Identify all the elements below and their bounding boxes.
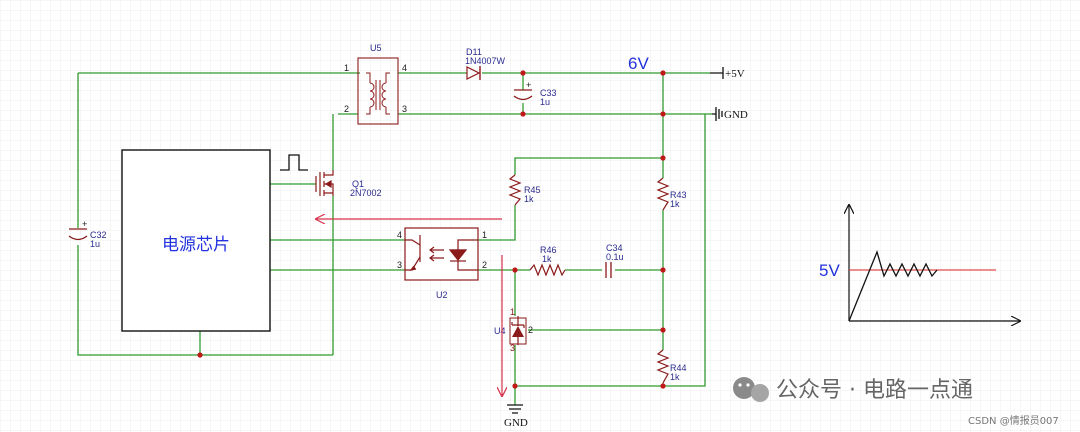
waveform-5v-label: 5V <box>819 261 840 280</box>
c34-ref: C34 <box>606 243 623 253</box>
u5-pin1: 1 <box>344 63 349 73</box>
resistor-r46: R46 1k <box>529 245 566 277</box>
u4-pin1: 1 <box>510 307 515 317</box>
u5-pin2: 2 <box>344 104 349 114</box>
signal-flow-arrows <box>316 219 502 396</box>
r45-value: 1k <box>524 194 534 204</box>
u4-ref: U4 <box>494 326 506 336</box>
r43-ref: R43 <box>670 190 687 200</box>
u2-pin4: 4 <box>397 230 402 240</box>
d11-ref: D11 <box>466 47 482 57</box>
plus5v-label: +5V <box>725 68 745 80</box>
svg-text:+: + <box>82 219 87 229</box>
resistor-r43: R43 1k <box>656 177 687 211</box>
c32-value: 1u <box>90 239 100 249</box>
r45-ref: R45 <box>524 185 541 195</box>
u5-ref: U5 <box>370 43 382 53</box>
c32-ref: C32 <box>90 230 107 240</box>
resistor-r44: R44 1k <box>656 349 687 384</box>
r44-ref: R44 <box>670 363 687 373</box>
u5-pin4: 4 <box>402 63 407 73</box>
csdn-text: CSDN @情报员007 <box>968 414 1059 427</box>
c33-plus: + <box>526 80 531 90</box>
r43-value: 1k <box>670 199 680 209</box>
q1-value: 2N7002 <box>350 188 382 198</box>
c33-ref: C33 <box>540 88 557 98</box>
r44-value: 1k <box>670 372 680 382</box>
u2-pin1: 1 <box>482 230 487 240</box>
transformer-u5: U5 1 2 3 4 <box>344 43 407 125</box>
d11-value: 1N4007W <box>465 56 506 66</box>
q1-ref: Q1 <box>352 179 364 189</box>
u2-ref: U2 <box>436 290 448 300</box>
capacitor-c32: + C32 1u <box>68 219 107 249</box>
gnd-bottom-label: GND <box>504 417 528 429</box>
wires <box>77 72 712 405</box>
c33-value: 1u <box>540 97 550 107</box>
u2-pin3: 3 <box>397 260 402 270</box>
watermark: 公众号 · 电路一点通 CSDN @情报员007 <box>733 377 1059 427</box>
pulse-waveform <box>280 154 308 171</box>
r46-ref: R46 <box>540 245 557 255</box>
chip-label: 电源芯片 <box>162 235 230 255</box>
net-6v-label: 6V <box>628 54 649 73</box>
junction-dots <box>197 70 666 389</box>
regulator-u4: U4 1 2 3 <box>494 307 533 353</box>
diode-d11: D11 1N4007W <box>465 47 506 80</box>
power-symbols: +5V GND GND 6V <box>504 54 748 429</box>
u5-pin3: 3 <box>402 104 407 114</box>
gnd-top-label: GND <box>724 109 748 121</box>
u2-pin2: 2 <box>482 260 487 270</box>
u4-pin2: 2 <box>528 325 533 335</box>
power-chip: 电源芯片 <box>121 149 271 332</box>
c34-value: 0.1u <box>606 252 624 262</box>
capacitor-c33: + C33 1u <box>513 80 557 107</box>
startup-waveform-graph: 5V <box>819 205 1020 321</box>
watermark-text: 公众号 · 电路一点通 <box>776 378 973 403</box>
capacitor-c34: C34 0.1u <box>605 243 624 278</box>
u4-pin3: 3 <box>510 343 515 353</box>
optocoupler-u2: 4 3 1 2 U2 <box>397 227 487 300</box>
resistor-r45: R45 1k <box>508 174 541 206</box>
mosfet-q1: Q1 2N7002 <box>315 170 382 198</box>
r46-value: 1k <box>542 254 552 264</box>
